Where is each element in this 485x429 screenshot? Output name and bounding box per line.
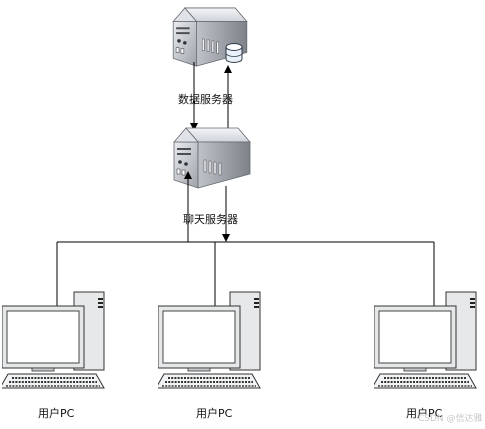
- chat-server-label: 聊天服务器: [183, 212, 238, 226]
- server-icon: [173, 127, 251, 189]
- desktop-computer-icon: [2, 291, 105, 389]
- user-pc-1: 用户PC: [2, 291, 105, 420]
- chat-server: 聊天服务器: [173, 127, 251, 226]
- data-server-label: 数据服务器: [178, 92, 233, 106]
- user-pc-label: 用户PC: [196, 406, 233, 420]
- database-icon: [225, 43, 243, 63]
- desktop-computer-icon: [374, 291, 477, 389]
- user-pc-2: 用户PC: [158, 291, 261, 420]
- watermark: CSDN @信达雅: [418, 412, 483, 424]
- desktop-computer-icon: [158, 291, 261, 389]
- user-pc-3: 用户PC: [374, 291, 477, 420]
- user-pc-label: 用户PC: [406, 406, 443, 420]
- user-pc-label: 用户PC: [38, 406, 75, 420]
- data-server: 数据服务器: [172, 7, 248, 106]
